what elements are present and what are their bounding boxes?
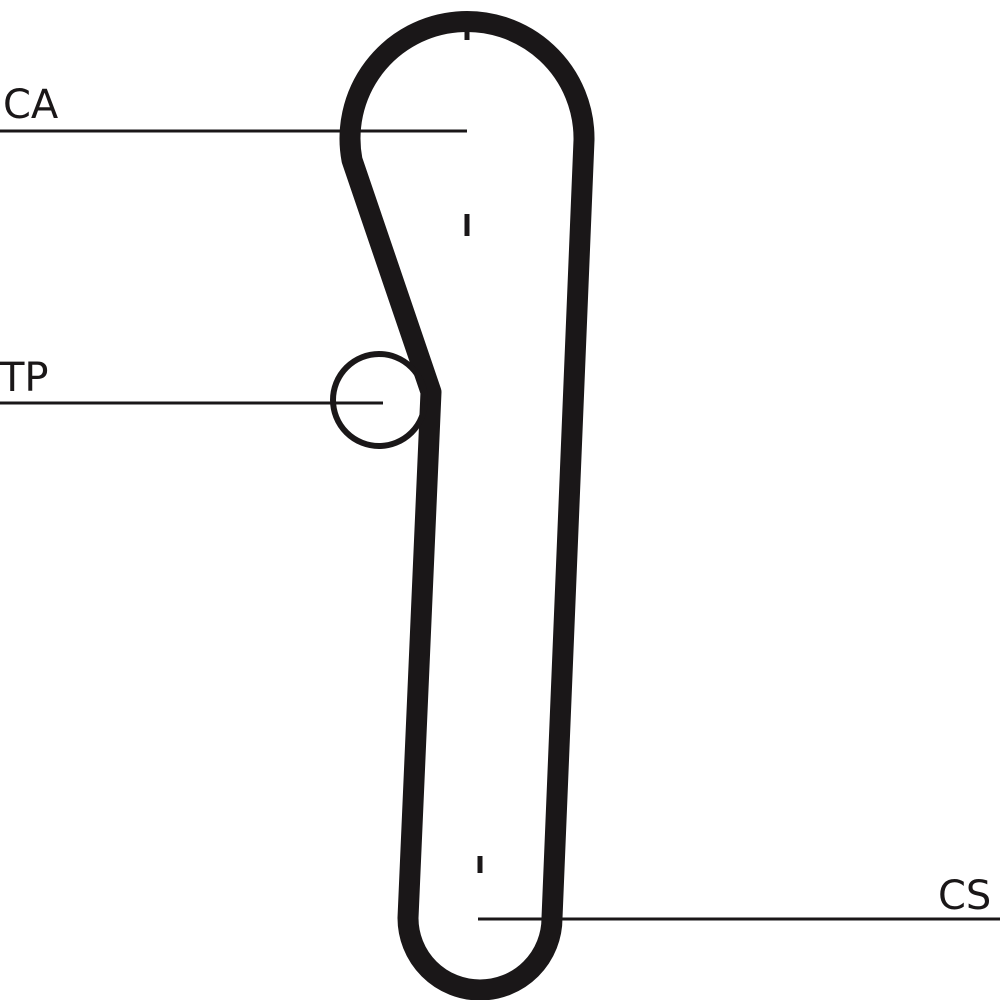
crankshaft-label: CS: [938, 873, 991, 919]
tensioner-pulley: [330, 351, 428, 449]
timing-belt: [339, 11, 595, 1000]
camshaft-label: CA: [3, 82, 59, 128]
tensioner-label: TP: [0, 355, 49, 401]
